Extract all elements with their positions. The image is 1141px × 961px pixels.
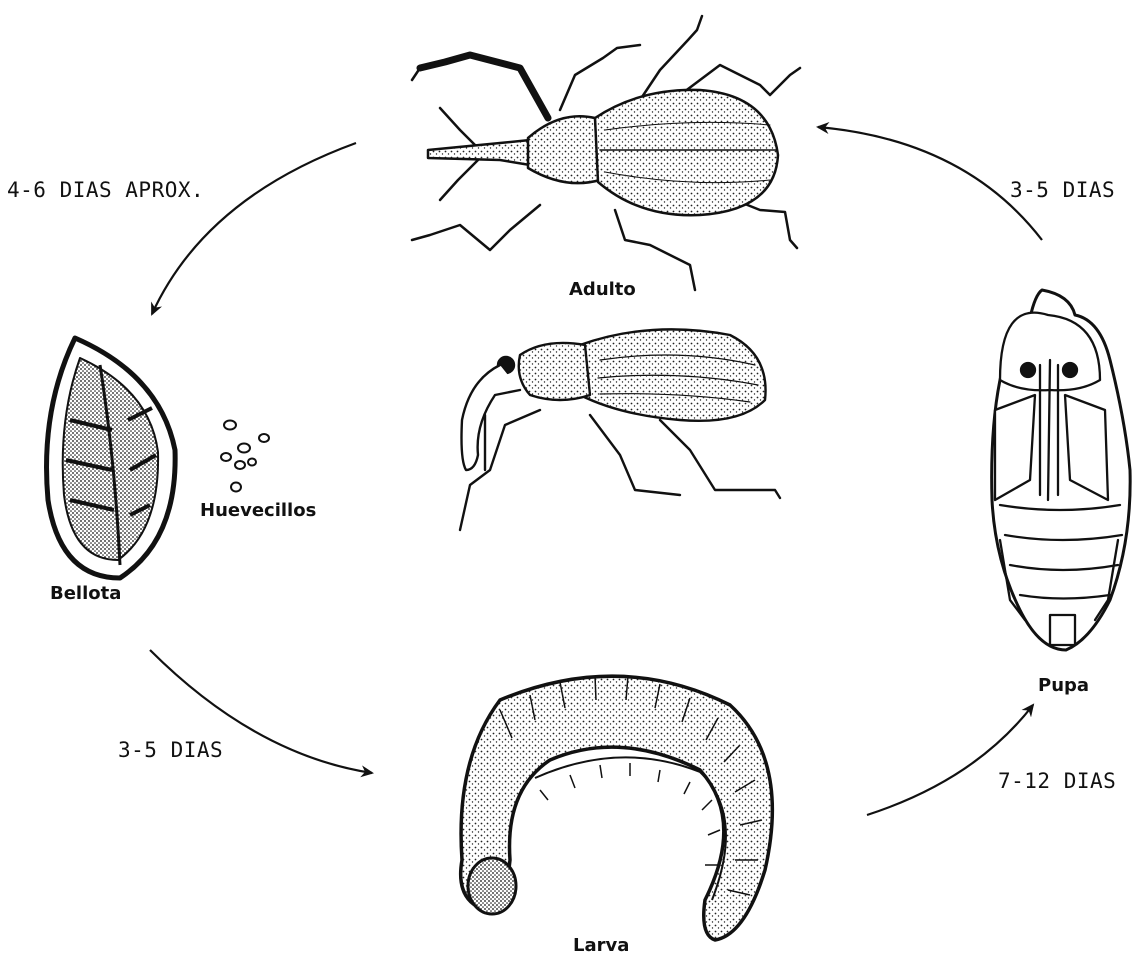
acorn-section xyxy=(47,338,176,578)
duration-eggs-to-larva: 3-5 DIAS xyxy=(118,738,223,762)
arrow-pupa-to-adult xyxy=(818,127,1042,240)
arrow-adult-to-acorn xyxy=(152,143,356,314)
larva-grub xyxy=(461,676,773,940)
adult-weevil-top-view xyxy=(412,16,800,290)
duration-larva-to-pupa: 7-12 DIAS xyxy=(998,769,1116,793)
adult-weevil-side-view xyxy=(460,329,780,530)
duration-adult-to-eggs: 4-6 DIAS APROX. xyxy=(7,178,204,202)
duration-pupa-to-adult: 3-5 DIAS xyxy=(1010,178,1115,202)
pupa-label: Pupa xyxy=(1038,675,1089,696)
larva-label: Larva xyxy=(573,935,629,956)
eggs-label: Huevecillos xyxy=(200,500,316,521)
eggs-cluster xyxy=(221,421,269,492)
pupa xyxy=(992,290,1130,650)
arrow-larva-to-pupa xyxy=(867,705,1033,815)
acorn-label: Bellota xyxy=(50,583,121,604)
adult-label: Adulto xyxy=(569,279,636,300)
